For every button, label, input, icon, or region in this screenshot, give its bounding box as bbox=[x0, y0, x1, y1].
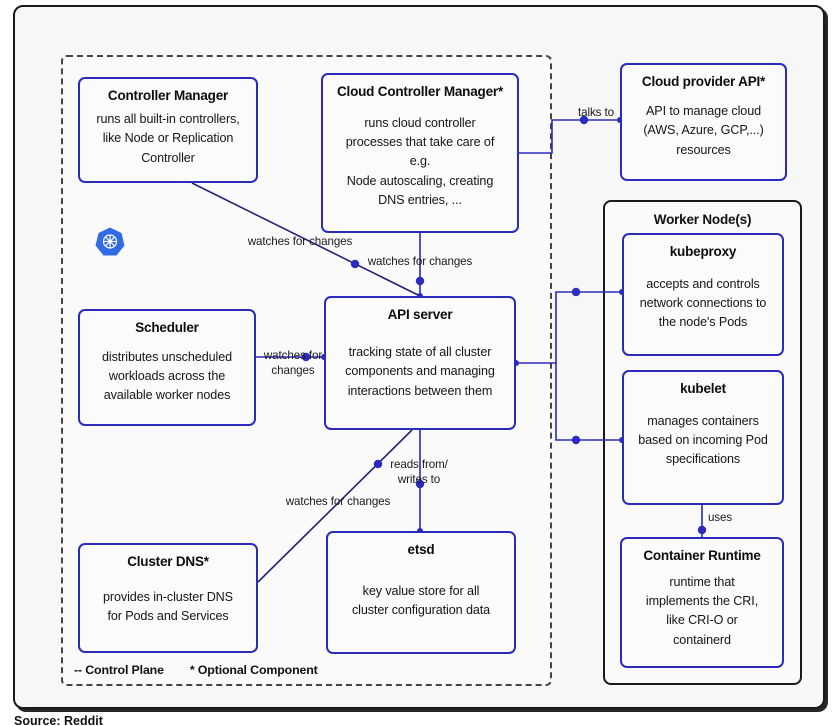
box-cluster-dns[interactable]: Cluster DNS* provides in-cluster DNS for… bbox=[78, 543, 258, 653]
legend-control-plane: -- Control Plane bbox=[74, 663, 164, 677]
box-cloud-provider-api[interactable]: Cloud provider API* API to manage cloud … bbox=[620, 63, 787, 181]
box-title: kubeproxy bbox=[669, 244, 737, 259]
edge-label-uses: uses bbox=[707, 511, 733, 524]
box-title: kubelet bbox=[680, 381, 726, 396]
box-description: manages containers based on incoming Pod… bbox=[638, 413, 768, 467]
edge-label-reads-from-writes-to: reads from/ writes to bbox=[390, 458, 448, 487]
box-title: Cloud provider API* bbox=[641, 74, 766, 89]
box-title: API server bbox=[387, 307, 453, 322]
source-caption: Source: Reddit bbox=[14, 714, 103, 726]
box-title: Controller Manager bbox=[107, 88, 229, 103]
box-title: Container Runtime bbox=[643, 548, 761, 563]
edge-label-watches-for-changes-cloud-controller-manager: watches for changes bbox=[367, 255, 473, 268]
box-description: runtime that implements the CRI, like CR… bbox=[645, 575, 759, 647]
box-description: distributes unscheduled workloads across… bbox=[101, 349, 233, 402]
box-description: accepts and controls network connections… bbox=[639, 276, 767, 329]
box-description: tracking state of all cluster components… bbox=[345, 345, 495, 398]
worker-node-title: Worker Node(s) bbox=[653, 212, 752, 227]
box-title: Cluster DNS* bbox=[127, 554, 209, 569]
box-description: provides in-cluster DNS for Pods and Ser… bbox=[103, 589, 233, 623]
box-title: etsd bbox=[407, 542, 435, 557]
legend: -- Control Plane * Optional Component bbox=[74, 663, 318, 677]
box-controller-manager[interactable]: Controller Manager runs all built-in con… bbox=[78, 77, 258, 183]
box-description: key value store for all cluster configur… bbox=[351, 584, 491, 618]
box-scheduler[interactable]: Scheduler distributes unscheduled worklo… bbox=[78, 309, 256, 426]
edge-label-talks-to: talks to bbox=[578, 106, 614, 119]
edge-label-watches-for-changes-cluster-dns: watches for changes bbox=[285, 495, 391, 508]
box-kubeproxy[interactable]: kubeproxy accepts and controls network c… bbox=[622, 233, 784, 356]
kubernetes-logo-icon bbox=[94, 226, 126, 258]
box-kubelet[interactable]: kubelet manages containers based on inco… bbox=[622, 370, 784, 505]
box-description: API to manage cloud (AWS, Azure, GCP,...… bbox=[643, 104, 764, 157]
box-description: runs cloud controller processes that tak… bbox=[345, 116, 495, 207]
box-description: runs all built-in controllers, like Node… bbox=[96, 112, 240, 165]
box-title: Cloud Controller Manager* bbox=[336, 84, 503, 99]
box-cloud-controller-manager[interactable]: Cloud Controller Manager* runs cloud con… bbox=[321, 73, 519, 233]
box-container-runtime[interactable]: Container Runtime runtime that implement… bbox=[620, 537, 784, 668]
edge-label-watches-for-changes-scheduler: watches for changes bbox=[263, 349, 323, 378]
edge-label-watches-for-changes-controller-manager: watches for changes bbox=[247, 235, 353, 248]
legend-optional-component: * Optional Component bbox=[189, 663, 318, 677]
box-etsd[interactable]: etsd key value store for all cluster con… bbox=[326, 531, 516, 654]
box-api-server[interactable]: API server tracking state of all cluster… bbox=[324, 296, 516, 430]
box-title: Scheduler bbox=[135, 320, 199, 335]
